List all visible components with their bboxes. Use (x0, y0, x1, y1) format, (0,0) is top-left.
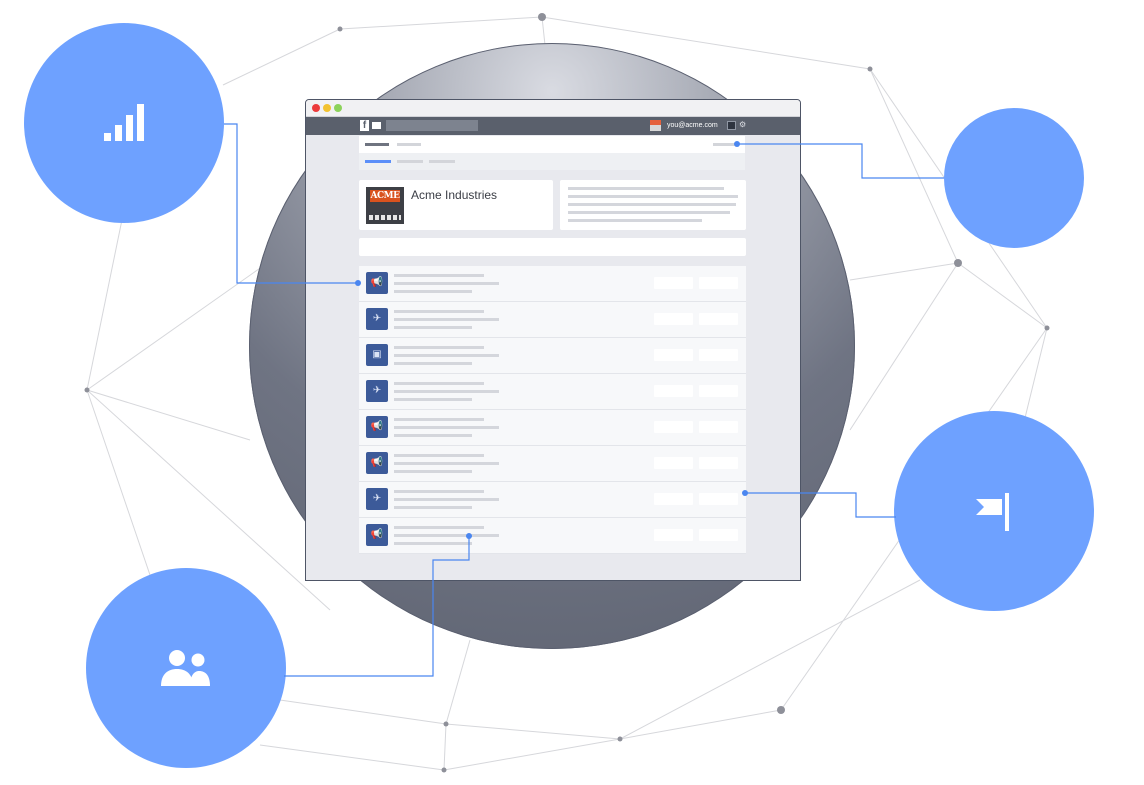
text-line (394, 310, 484, 313)
megaphone-icon: 📢 (366, 524, 388, 546)
signal-bars-icon (104, 104, 144, 141)
browser-titlebar (306, 100, 800, 117)
row-action-button[interactable] (699, 349, 738, 361)
text-line (394, 382, 484, 385)
row-action-button[interactable] (699, 493, 738, 505)
list-item[interactable]: 📢 (359, 410, 746, 446)
list-item[interactable]: 📢 (359, 446, 746, 482)
plane-icon: ✈ (366, 380, 388, 402)
text-line (394, 542, 472, 545)
search-input[interactable] (386, 120, 478, 131)
user-email[interactable]: you@acme.com (667, 122, 718, 129)
business-icon[interactable] (372, 122, 381, 129)
text-line (394, 526, 484, 529)
avatar[interactable] (650, 120, 661, 131)
subnav-tabs (359, 153, 745, 170)
row-action-button[interactable] (654, 277, 693, 289)
text-line (394, 390, 499, 393)
flag-node (894, 411, 1094, 611)
text-line (394, 490, 484, 493)
text-line (394, 354, 499, 357)
box-icon: ▣ (366, 344, 388, 366)
activity-list: 📢 ✈ ▣ ✈ 📢 📢 ✈ 📢 (359, 266, 746, 554)
list-item[interactable]: 📢 (359, 518, 746, 554)
close-window-button[interactable] (312, 104, 320, 112)
list-item[interactable]: ✈ (359, 482, 746, 518)
list-item[interactable]: ✈ (359, 374, 746, 410)
row-action-button[interactable] (654, 313, 693, 325)
list-item[interactable]: ✈ (359, 302, 746, 338)
row-action-button[interactable] (654, 493, 693, 505)
facebook-top-bar: f you@acme.com ⚙ (306, 117, 800, 135)
text-line (394, 326, 472, 329)
row-action-button[interactable] (699, 277, 738, 289)
tab-active[interactable] (365, 160, 391, 163)
settings-node (944, 108, 1084, 248)
logo-sign: ACME (370, 190, 400, 202)
page-subnav (359, 136, 745, 170)
browser-window: f you@acme.com ⚙ ACME Acme Industries (305, 99, 801, 581)
text-line (394, 418, 484, 421)
megaphone-icon: 📢 (366, 452, 388, 474)
users-icon (161, 650, 210, 686)
maximize-window-button[interactable] (334, 104, 342, 112)
row-action-button[interactable] (699, 457, 738, 469)
about-card (560, 180, 746, 230)
text-line (394, 470, 472, 473)
text-line (394, 318, 499, 321)
row-action-button[interactable] (699, 529, 738, 541)
page-name[interactable]: Acme Industries (411, 188, 498, 202)
text-line (394, 454, 484, 457)
row-action-button[interactable] (654, 529, 693, 541)
users-node (86, 568, 286, 768)
megaphone-icon: 📢 (366, 416, 388, 438)
plane-icon: ✈ (366, 308, 388, 330)
subnav-top-row (359, 136, 745, 153)
subnav-item-2[interactable] (397, 143, 421, 146)
facebook-logo-icon[interactable]: f (360, 120, 369, 131)
row-action-button[interactable] (654, 385, 693, 397)
list-item[interactable]: ▣ (359, 338, 746, 374)
gear-icon[interactable]: ⚙ (739, 120, 747, 129)
text-line (394, 362, 472, 365)
flag-icon (976, 493, 1009, 531)
plane-icon: ✈ (366, 488, 388, 510)
text-line (394, 274, 484, 277)
tab-3[interactable] (429, 160, 455, 163)
row-action-button[interactable] (699, 385, 738, 397)
row-action-button[interactable] (654, 421, 693, 433)
text-line (394, 290, 472, 293)
text-line (394, 282, 499, 285)
text-line (394, 534, 499, 537)
tab-2[interactable] (397, 160, 423, 163)
text-line (394, 426, 499, 429)
row-action-button[interactable] (654, 457, 693, 469)
megaphone-icon: 📢 (366, 272, 388, 294)
text-line (394, 462, 499, 465)
list-item[interactable]: 📢 (359, 266, 746, 302)
signal-node (24, 23, 224, 223)
text-line (394, 398, 472, 401)
text-line (394, 506, 472, 509)
post-composer[interactable] (359, 238, 746, 256)
row-action-button[interactable] (699, 313, 738, 325)
minimize-window-button[interactable] (323, 104, 331, 112)
row-action-button[interactable] (699, 421, 738, 433)
text-line (394, 346, 484, 349)
row-action-button[interactable] (654, 349, 693, 361)
page-logo[interactable]: ACME (366, 187, 404, 224)
page-header-card: ACME Acme Industries (359, 180, 553, 230)
subnav-item-1[interactable] (365, 143, 389, 146)
subnav-settings-link[interactable] (713, 143, 735, 146)
text-line (394, 498, 499, 501)
apps-icon[interactable] (727, 121, 736, 130)
text-line (394, 434, 472, 437)
